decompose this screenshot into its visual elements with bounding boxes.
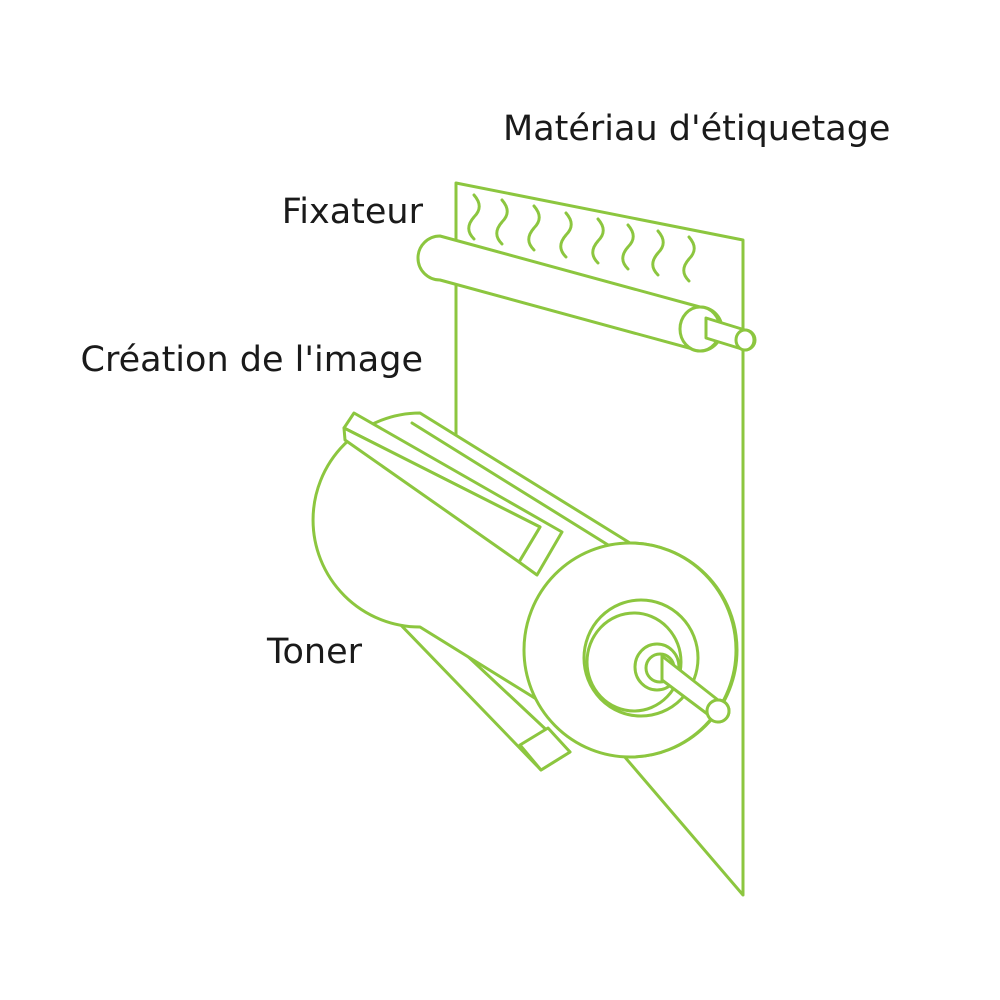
label-toner: Toner: [267, 632, 362, 672]
label-imaging: Création de l'image: [80, 340, 423, 380]
heat-waves-icon: [467, 193, 696, 283]
fuser-roller: [416, 234, 757, 353]
label-material-title: Matériau d'étiquetage: [503, 109, 891, 149]
toner-blade: [342, 411, 564, 577]
label-fuser: Fixateur: [281, 192, 423, 232]
imaging-drum: [311, 411, 739, 759]
